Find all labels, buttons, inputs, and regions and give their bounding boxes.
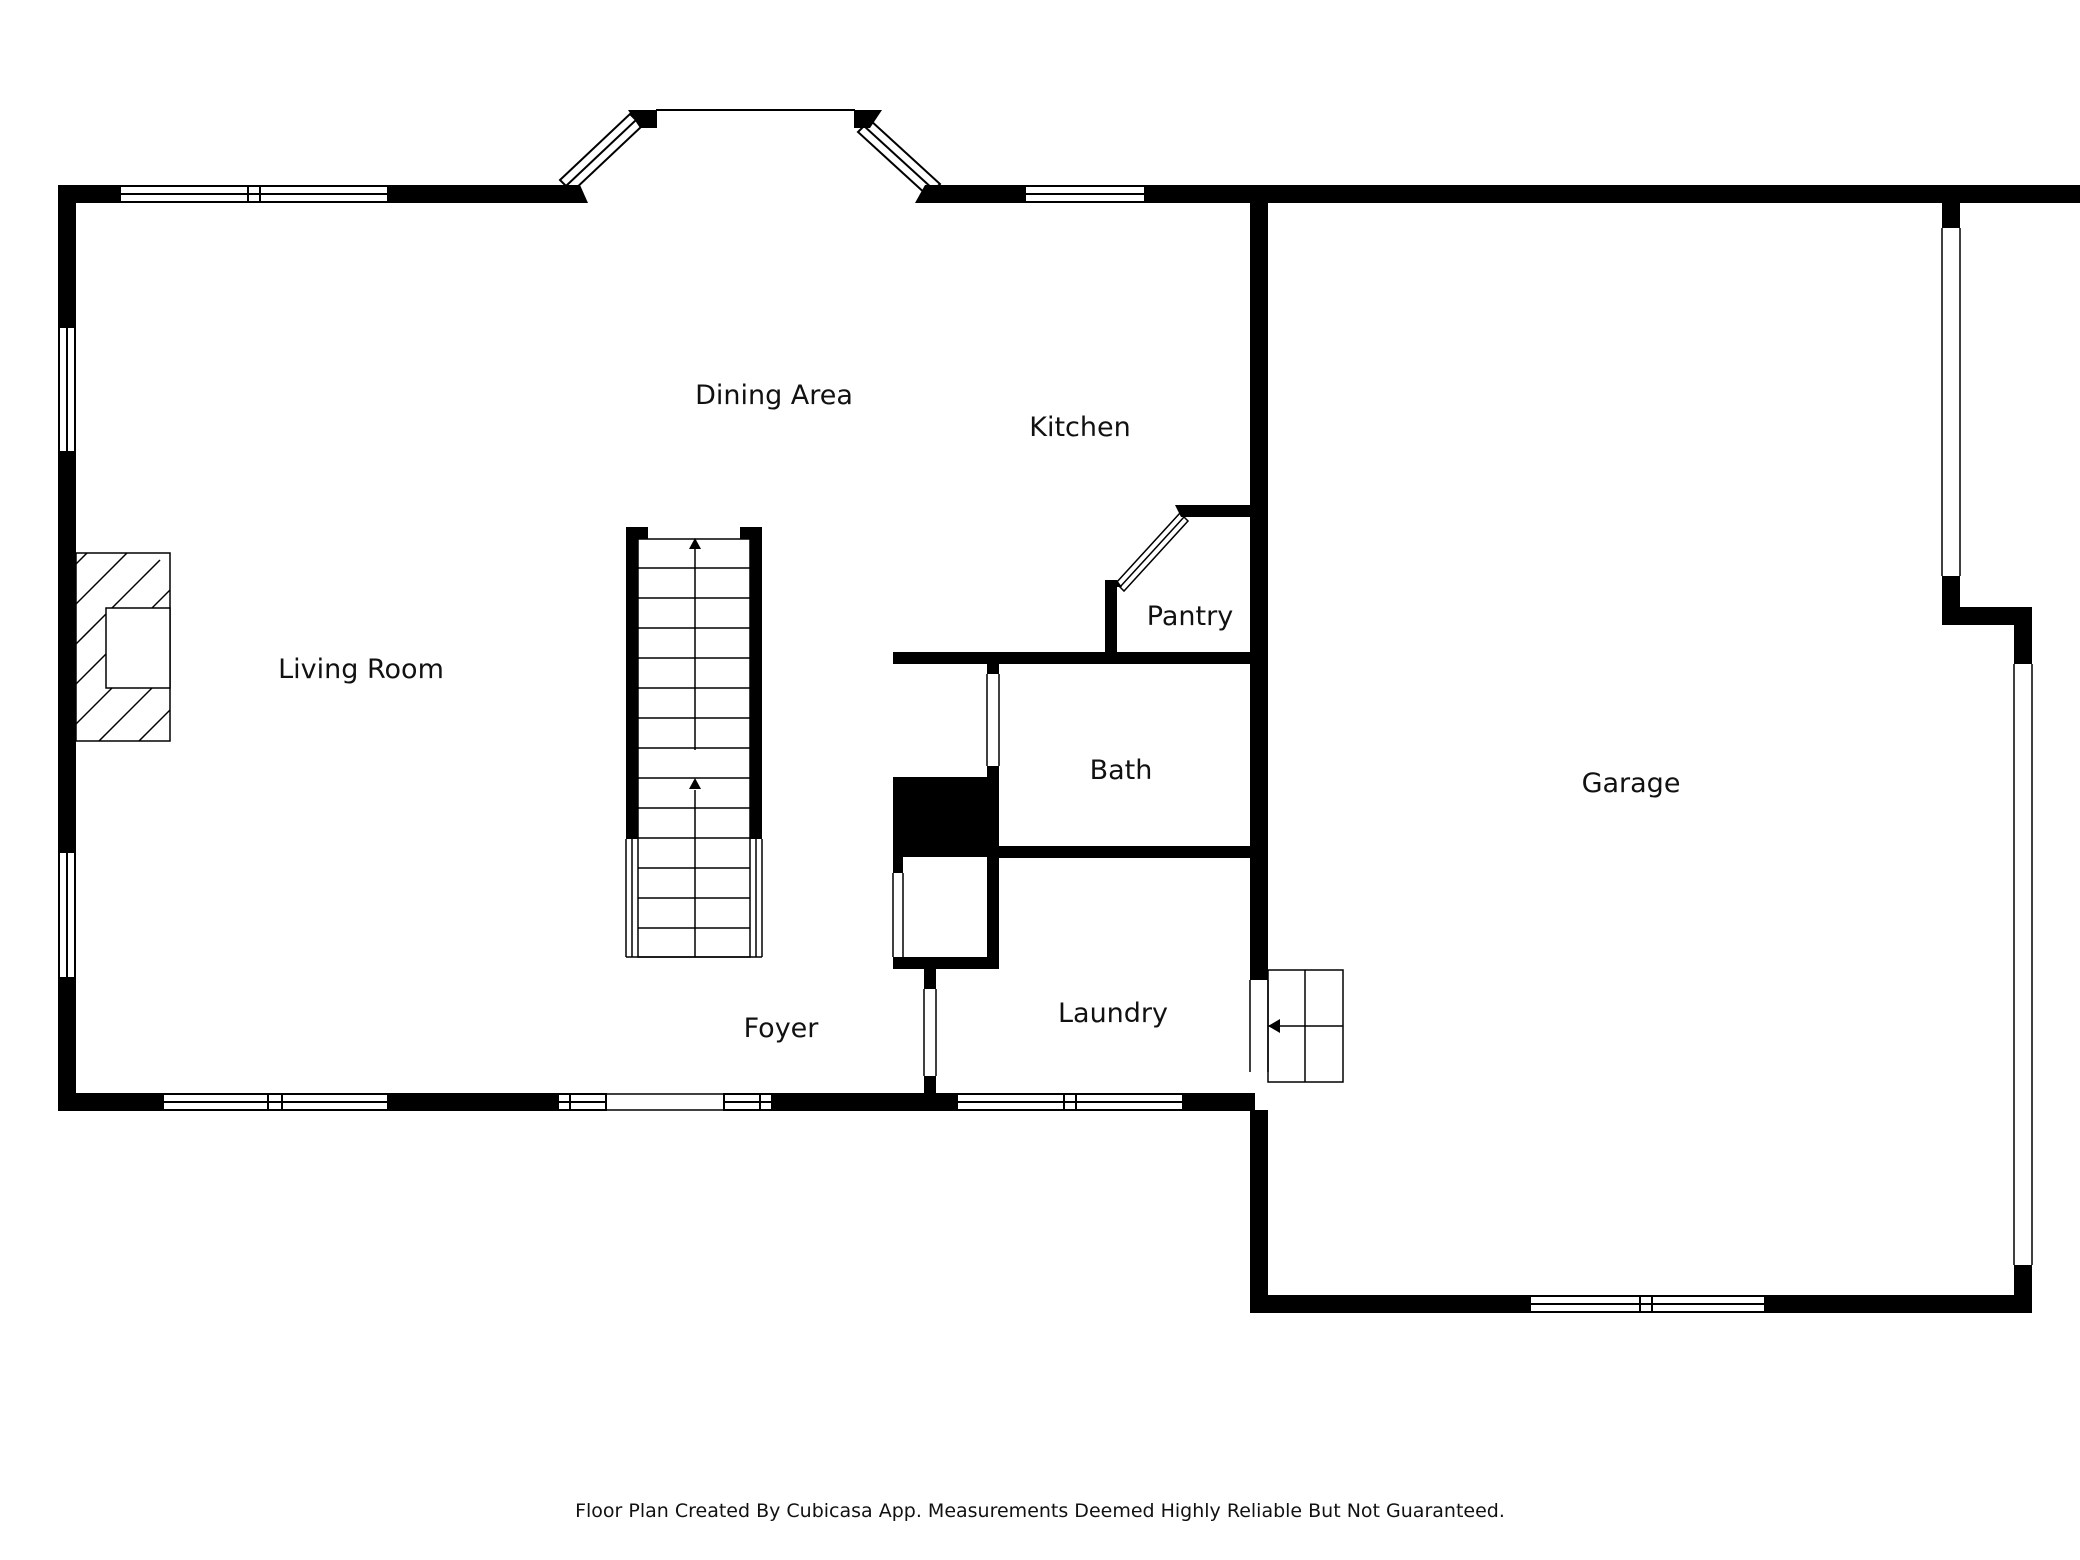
interior-walls: [893, 505, 1253, 1096]
windows: [58, 185, 1766, 1313]
garage-doors: [1941, 228, 2033, 1265]
bay-windows: [558, 109, 942, 198]
room-label-living-room: Living Room: [278, 654, 444, 685]
room-label-laundry: Laundry: [1058, 998, 1168, 1029]
exterior-walls: [58, 110, 2080, 1111]
room-label-garage: Garage: [1582, 768, 1681, 799]
room-label-kitchen: Kitchen: [1029, 412, 1130, 443]
stair-up-arrow-icon: [689, 778, 701, 789]
garage-walls: [1250, 185, 2032, 1313]
front-door-opening: [606, 1093, 724, 1111]
room-label-pantry: Pantry: [1147, 601, 1233, 632]
room-label-bath: Bath: [1090, 755, 1153, 786]
room-label-foyer: Foyer: [744, 1013, 820, 1044]
interior-doors: [892, 511, 1190, 1076]
step-arrow-icon: [1268, 1019, 1280, 1033]
stair-up-arrow-icon: [689, 538, 701, 549]
footer-disclaimer: Floor Plan Created By Cubicasa App. Meas…: [575, 1500, 1505, 1522]
fireplace: [75, 552, 171, 742]
room-label-dining-area: Dining Area: [695, 380, 853, 411]
staircase: [625, 527, 763, 958]
garage-entry-steps: [1267, 969, 1344, 1083]
laundry-garage-door: [1249, 980, 1269, 1072]
